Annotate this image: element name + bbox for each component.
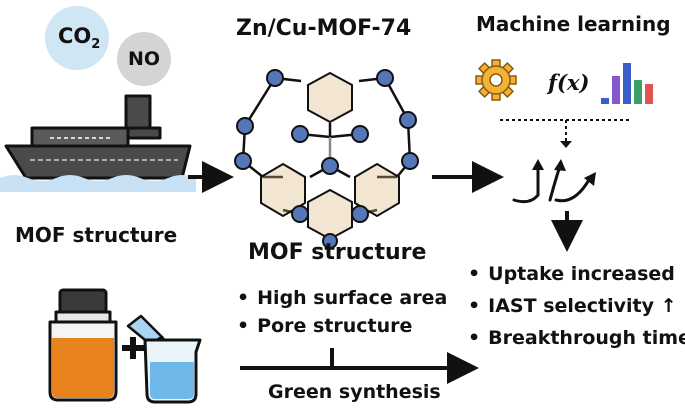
outcome-item: Uptake increased — [468, 258, 685, 290]
plus-icon — [122, 337, 144, 359]
mof-structure-left-label: MOF structure — [15, 223, 178, 247]
co2-base: CO — [58, 24, 92, 48]
circular-arrows-icon — [512, 164, 592, 204]
co2-bubble — [45, 6, 109, 70]
ship-icon — [4, 94, 192, 180]
co2-label: CO2 — [58, 24, 100, 52]
outcome-item: IAST selectivity ↑ — [468, 290, 685, 322]
water-waves — [0, 175, 196, 192]
machine-learning-label: Machine learning — [476, 12, 671, 36]
fx-label: f(x) — [548, 70, 590, 95]
no-bubble — [117, 32, 171, 86]
mof-properties-list: High surface area Pore structure — [237, 284, 447, 340]
beaker-icon — [143, 338, 202, 404]
circular-arrowhead-3 — [584, 172, 596, 186]
outcome-item: Breakthrough time↑ — [468, 322, 685, 354]
green-synthesis-label: Green synthesis — [268, 381, 441, 403]
mof-title: Zn/Cu-MOF-74 — [236, 16, 412, 41]
circular-arrowhead-1 — [532, 159, 544, 170]
circular-arrowhead-2 — [554, 159, 566, 171]
mof-framework-icon — [234, 69, 419, 249]
property-item: Pore structure — [237, 312, 447, 340]
ml-small-arrowhead — [560, 141, 572, 148]
mof-structure-center-label: MOF structure — [248, 240, 427, 265]
co2-subscript: 2 — [91, 37, 101, 53]
gear-icon — [475, 59, 517, 101]
ml-dotted-connectors — [500, 119, 630, 141]
bar-chart-icon — [601, 63, 653, 104]
outcomes-list: Uptake increased IAST selectivity ↑ Brea… — [468, 258, 685, 354]
reagent-bottle-icon — [48, 288, 118, 402]
no-label: NO — [128, 48, 161, 70]
property-item: High surface area — [237, 284, 447, 312]
